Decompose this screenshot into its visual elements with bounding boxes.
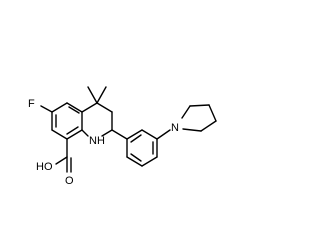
methyl-bond [96,86,107,104]
structure-canvas: F NH HO O N [28,86,217,187]
bond [81,102,98,113]
bond [126,129,143,140]
bond [189,104,210,107]
hydroxyl-label: HO [36,161,53,173]
double-bond-inner [130,134,142,143]
benzo-ring [51,102,83,140]
fluorine-label: F [28,98,35,110]
bond [66,129,83,140]
bond [182,128,202,132]
bond [101,129,113,137]
double-bond-inner [68,106,80,114]
c-f-bond [40,105,53,113]
bond [200,120,217,132]
double-bond-inner [130,153,142,162]
bond [96,102,113,113]
methyl-bond [87,86,98,104]
carbonyl-oxygen-label: O [65,175,74,187]
c2-aryl-bond [111,129,128,140]
phenyl-ring [126,129,158,167]
bond [208,104,217,122]
bond [126,156,143,167]
bond [81,129,89,137]
carboxylic-acid [55,138,72,173]
pyrrolidine-n-label: N [171,122,179,134]
nh-label: NH [89,135,105,147]
c-oh-bond [55,156,68,165]
bond [141,156,158,167]
bond [66,102,83,113]
pyrrolidine-ring [181,104,217,132]
bond [181,105,191,119]
molecule-drawing: F NH HO O N [28,86,217,187]
aryl-n-bond [156,129,171,140]
saturated-ring [81,102,113,137]
double-bond-inner [66,126,79,135]
bond [51,129,68,140]
bond [141,129,158,140]
bond [51,102,68,113]
